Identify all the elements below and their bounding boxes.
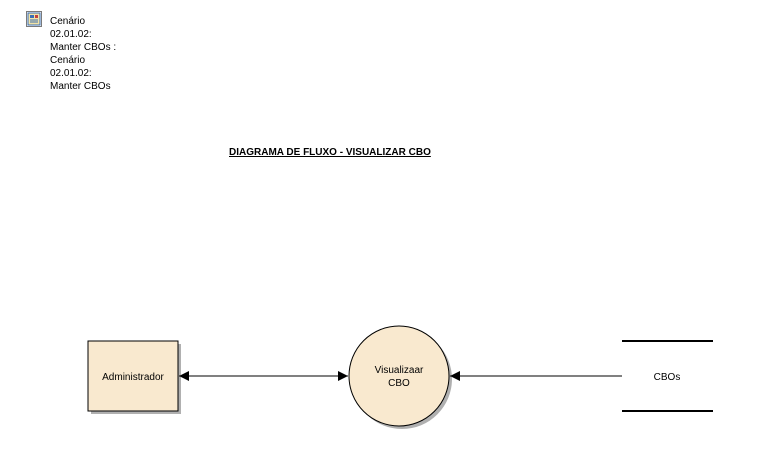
note-line: Manter CBOs : <box>50 42 117 53</box>
scenario-note: Cenário 02.01.02: Manter CBOs : Cenário … <box>50 15 116 93</box>
process-label-line1: Visualizaar <box>375 365 424 376</box>
note-line: Manter CBOs <box>50 81 111 92</box>
scenario-note-icon <box>26 11 42 27</box>
process-label-line2: CBO <box>388 378 410 389</box>
note-line: 02.01.02: <box>50 68 92 79</box>
data-store-label: CBOs <box>654 372 681 383</box>
process-circle <box>348 325 450 427</box>
entity-label: Administrador <box>102 372 164 383</box>
external-entity-administrador[interactable]: Administrador <box>87 340 181 414</box>
entity-box <box>87 340 179 412</box>
note-line: 02.01.02: <box>50 29 92 40</box>
note-line: Cenário <box>50 16 86 27</box>
note-line: Cenário <box>50 55 86 66</box>
data-store-cbos[interactable]: CBOs <box>622 340 713 412</box>
diagram-title: DIAGRAMA DE FLUXO - VISUALIZAR CBO <box>229 147 431 158</box>
process-visualizar-cbo[interactable]: Visualizaar CBO <box>348 325 452 429</box>
